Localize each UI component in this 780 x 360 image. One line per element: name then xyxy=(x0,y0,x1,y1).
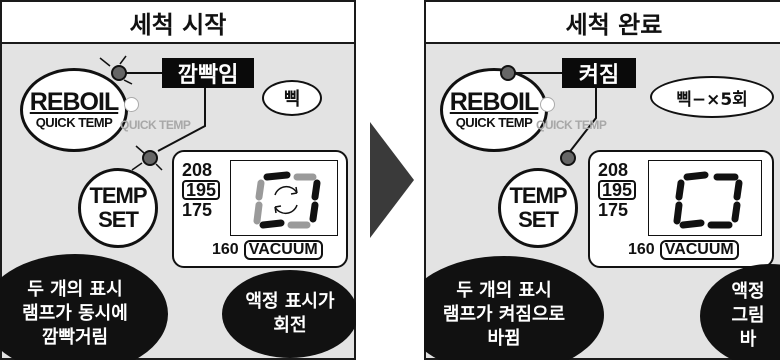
panel-title: 세척 완료 xyxy=(424,0,780,44)
temp-label: TEMP xyxy=(89,183,147,208)
temp-175: 175 xyxy=(598,200,629,220)
lcd-window xyxy=(648,160,762,236)
reboil-button[interactable]: REBOIL QUICK TEMP xyxy=(440,68,548,152)
temp-label: TEMP xyxy=(509,183,567,208)
temp-set-lamp-icon xyxy=(560,150,576,166)
set-label: SET xyxy=(98,207,139,232)
temp-175: 175 xyxy=(182,200,213,220)
connector-lines xyxy=(99,55,206,171)
vacuum-indicator: VACUUM xyxy=(659,240,739,260)
temp-160: 160 xyxy=(628,241,655,258)
temp-208: 208 xyxy=(598,160,629,180)
panel-cleaning-start: 세척 시작 REBOIL QUICK TEMP QUICK TEMP 깜빡임 삑… xyxy=(0,0,356,360)
lcd-display: 208 195 175 160 VACUUM xyxy=(588,150,774,268)
temp-set-button[interactable]: TEMP SET xyxy=(78,168,158,248)
vacuum-indicator: VACUUM xyxy=(243,240,323,260)
panel-title: 세척 시작 xyxy=(0,0,356,44)
vacuum-row: 160 VACUUM xyxy=(212,240,323,260)
temperature-list: 208 195 175 xyxy=(182,160,221,220)
caption-lcd-rotates: 액정 표시가 회전 xyxy=(222,270,356,358)
quick-temp-lamp-icon xyxy=(124,97,139,112)
lcd-window xyxy=(230,160,338,236)
quick-temp-label: QUICK TEMP xyxy=(536,118,607,132)
quick-temp-label: QUICK TEMP xyxy=(120,118,191,132)
reboil-button[interactable]: REBOIL QUICK TEMP xyxy=(20,68,128,152)
lcd-display: 208 195 175 xyxy=(172,150,348,268)
temp-160: 160 xyxy=(212,241,239,258)
set-label: SET xyxy=(518,207,559,232)
next-step-arrow-icon xyxy=(370,122,414,238)
temp-195-selected: 195 xyxy=(598,180,637,200)
status-label-on: 켜짐 xyxy=(562,58,636,88)
temp-208: 208 xyxy=(182,160,213,180)
temp-set-button[interactable]: TEMP SET xyxy=(498,168,578,248)
temp-set-lamp-icon xyxy=(142,150,158,166)
temp-195-selected: 195 xyxy=(182,180,221,200)
caption-lamps-blink: 두 개의 표시 램프가 동시에 깜빡거림 xyxy=(0,254,168,360)
quick-temp-lamp-icon xyxy=(540,97,555,112)
caption-lamps-on: 두 개의 표시 램프가 켜짐으로 바뀜 xyxy=(424,256,604,360)
reboil-lamp-icon xyxy=(111,65,127,81)
quick-temp-sublabel: QUICK TEMP xyxy=(455,115,533,130)
temperature-list: 208 195 175 xyxy=(598,160,637,220)
static-segments-icon xyxy=(673,171,743,229)
reboil-lamp-icon xyxy=(500,65,516,81)
beep-bubble: 삑 xyxy=(262,80,322,116)
reboil-label: REBOIL xyxy=(29,88,119,116)
reboil-label: REBOIL xyxy=(449,88,539,116)
status-label-blinking: 깜빡임 xyxy=(162,58,254,88)
quick-temp-sublabel: QUICK TEMP xyxy=(35,115,113,130)
vacuum-row: 160 VACUUM xyxy=(628,240,739,260)
beep-bubble: 삑−×5회 xyxy=(650,76,774,118)
rotating-segments-icon xyxy=(253,171,321,229)
panel-cleaning-complete: 세척 완료 REBOIL QUICK TEMP QUICK TEMP 켜짐 삑−… xyxy=(424,0,780,360)
